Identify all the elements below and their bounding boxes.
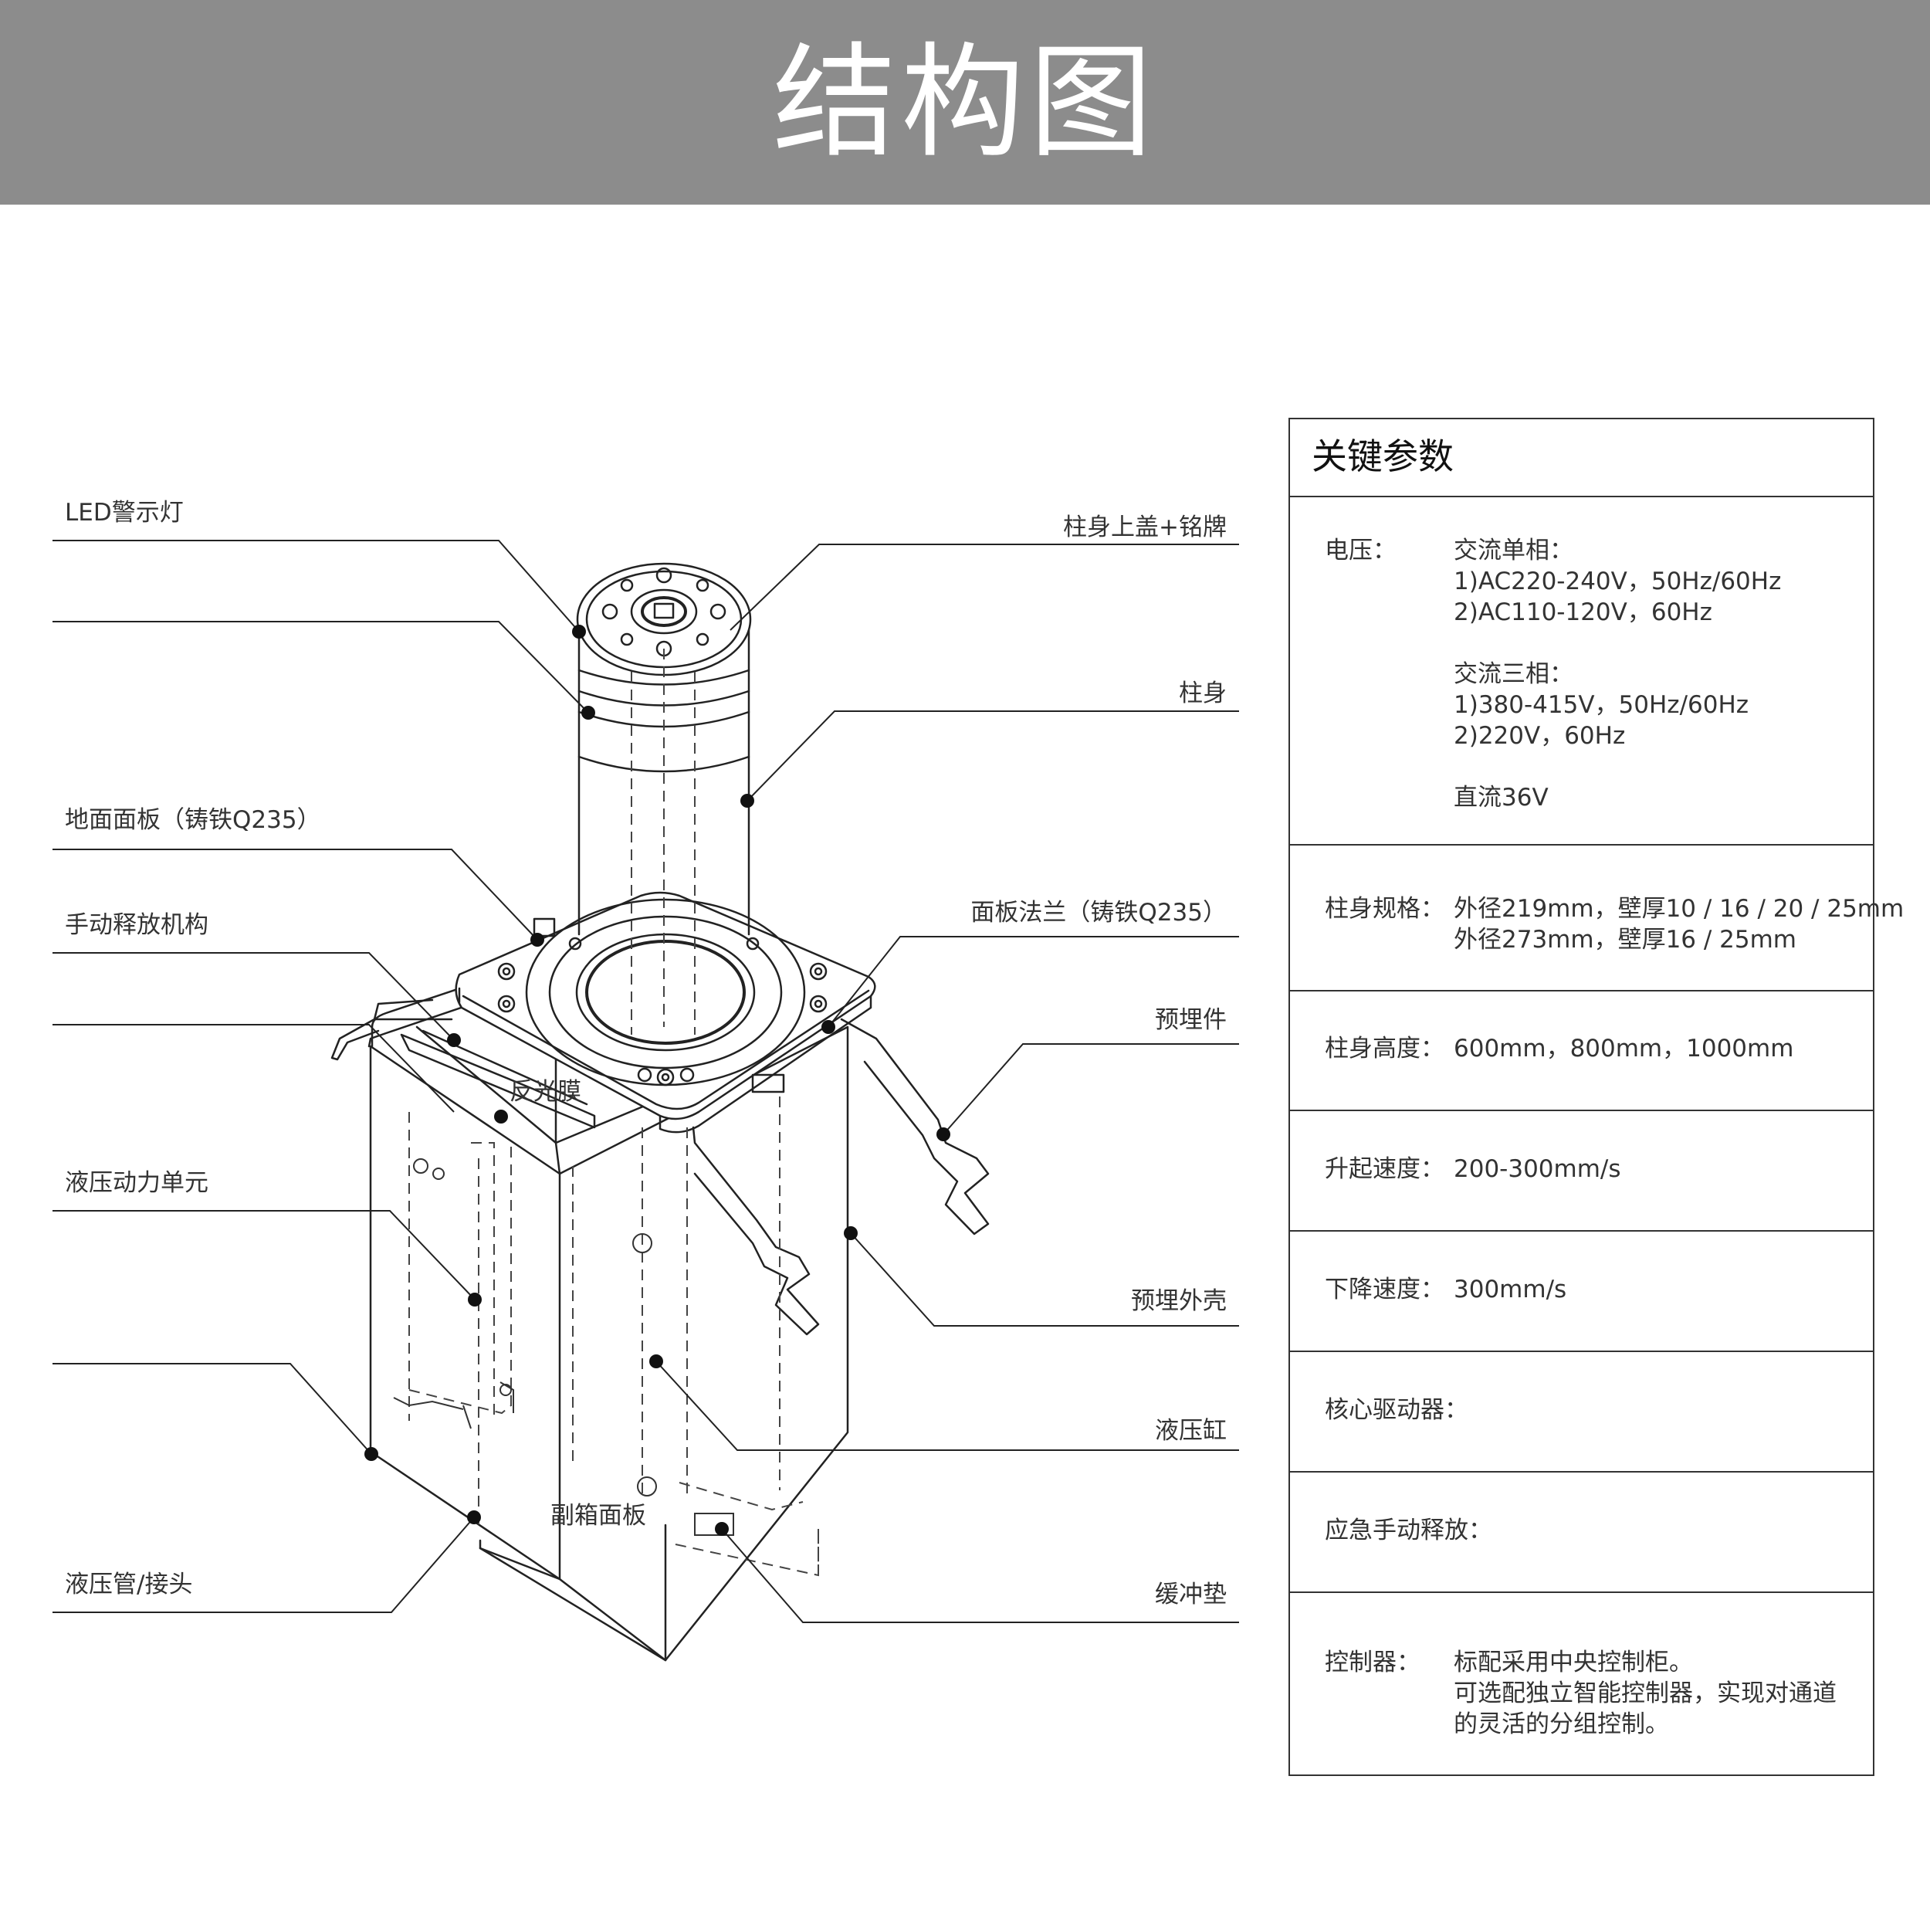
param-spec-line: 外径273mm，壁厚16 / 25mm [1454,926,1797,954]
callout-reflective-film: 反光膜 [510,1078,581,1106]
callout-led-light: LED警示灯 [65,499,184,527]
param-rise-label: 升起速度： [1325,1155,1444,1183]
key-parameters-table: 关键参数 电压： 交流单相： 1)AC220-240V，50Hz/60Hz 2)… [1288,418,1904,1776]
param-height-label: 柱身高度： [1325,1035,1444,1063]
param-voltage-line: 2)AC110-120V，60Hz [1454,598,1712,626]
param-emergency-label: 应急手动释放： [1325,1517,1492,1544]
param-voltage-line: 1)AC220-240V，50Hz/60Hz [1454,568,1782,595]
params-divider [1290,1471,1873,1473]
callout-hydraulic-pipe: 液压管/接头 [65,1571,193,1598]
param-voltage-line [1454,751,1781,782]
param-voltage-line: 交流单相： [1454,537,1573,564]
callout-panel-flange: 面板法兰（铸铁Q235） [970,899,1227,927]
param-controller-line: 可选配独立智能控制器，实现对通道 [1454,1679,1837,1707]
param-spec-label: 柱身规格： [1325,895,1444,923]
param-controller-label: 控制器： [1325,1649,1420,1676]
param-controller-line: 标配采用中央控制柜。 [1454,1649,1693,1676]
params-title: 关键参数 [1312,436,1454,477]
callout-embedded-shell: 预埋外壳 [1131,1287,1227,1315]
param-driver-label: 核心驱动器： [1325,1396,1468,1424]
param-fall-value: 300mm/s [1454,1276,1567,1303]
callout-column-body: 柱身 [1179,680,1227,707]
params-divider [1290,844,1873,846]
params-divider [1290,1591,1873,1593]
callout-embedded-part: 预埋件 [1155,1006,1227,1034]
params-divider [1290,990,1873,991]
params-divider [1290,496,1873,497]
param-voltage-line: 2)220V，60Hz [1454,722,1626,750]
param-spec-value: 外径219mm，壁厚10 / 16 / 20 / 25mm 外径273mm，壁厚… [1454,893,1904,955]
param-spec-line: 外径219mm，壁厚10 / 16 / 20 / 25mm [1454,895,1905,923]
param-voltage-line: 交流三相： [1454,660,1573,688]
params-divider [1290,1230,1873,1232]
callout-sub-box-panel: 副箱面板 [550,1502,646,1530]
callout-hydraulic-unit: 液压动力单元 [65,1169,208,1197]
callout-manual-release: 手动释放机构 [65,911,208,939]
param-voltage-value: 交流单相： 1)AC220-240V，50Hz/60Hz 2)AC110-120… [1454,535,1781,813]
page-title: 结构图 [772,30,1157,175]
param-controller-value: 标配采用中央控制柜。 可选配独立智能控制器，实现对通道 的灵活的分组控制。 [1454,1647,1837,1740]
params-divider [1290,1351,1873,1352]
param-voltage-line: 直流36V [1454,784,1549,812]
param-controller-line: 的灵活的分组控制。 [1454,1710,1669,1738]
param-voltage-label: 电压： [1325,537,1397,564]
param-height-value: 600mm，800mm，1000mm [1454,1035,1794,1063]
header-banner: 结构图 [0,0,1930,205]
callout-top-cover: 柱身上盖+铭牌 [1063,514,1227,541]
params-divider [1290,1110,1873,1111]
param-voltage-line: 1)380-415V，50Hz/60Hz [1454,691,1749,719]
param-rise-value: 200-300mm/s [1454,1155,1621,1183]
param-voltage-line [1454,628,1781,659]
callout-hydraulic-cylinder: 液压缸 [1155,1417,1227,1445]
param-fall-label: 下降速度： [1325,1276,1444,1303]
callout-ground-panel: 地面面板（铸铁Q235） [65,806,321,834]
callout-buffer-pad: 缓冲垫 [1155,1581,1227,1608]
